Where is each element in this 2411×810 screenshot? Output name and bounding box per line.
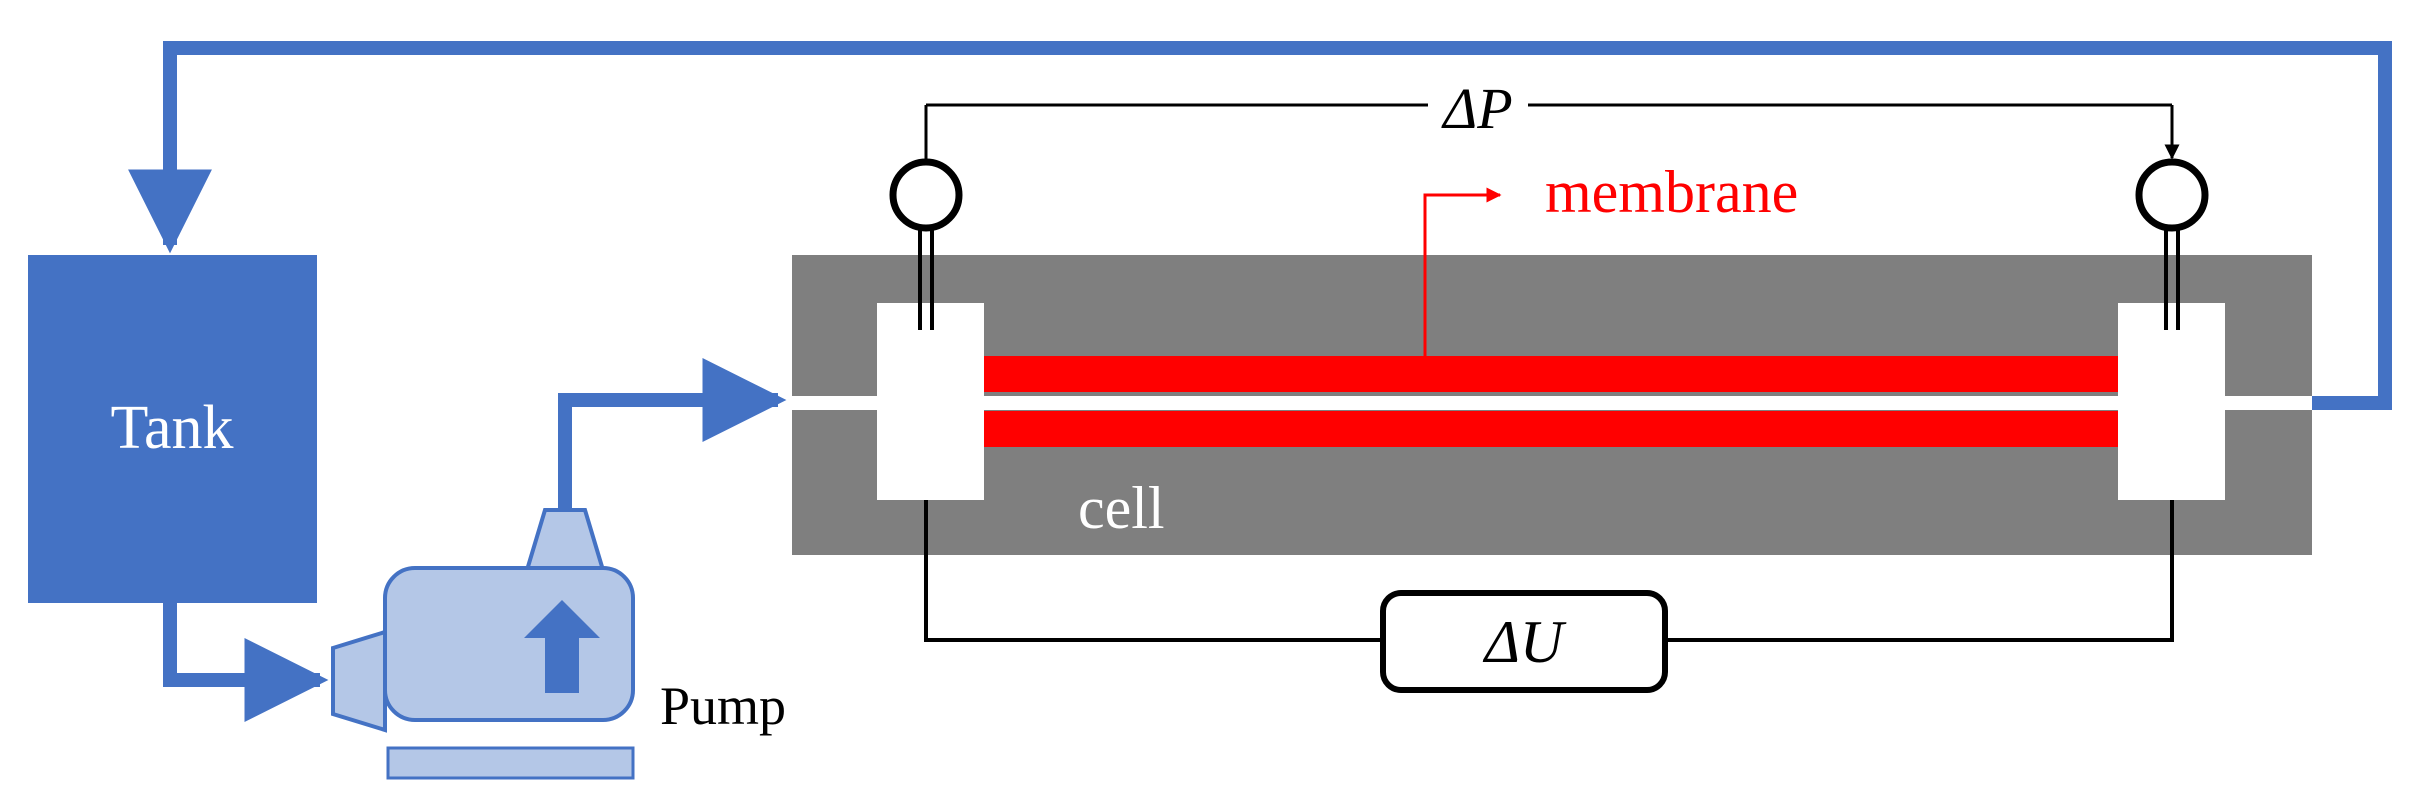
membrane-top xyxy=(984,356,2118,392)
pump-base xyxy=(386,746,635,780)
tank-label: Tank xyxy=(110,394,233,462)
pump-inlet xyxy=(331,629,387,733)
voltage-meter xyxy=(1380,590,1668,693)
up-arrow-icon xyxy=(524,600,600,693)
du-wire-right xyxy=(1665,500,2174,642)
pressure-drop-label: ΔP xyxy=(1441,76,1512,141)
flow-channel xyxy=(792,396,2312,410)
pump-outlet xyxy=(524,508,606,572)
pump-label: Pump xyxy=(660,676,786,736)
voltage-drop-label: ΔU xyxy=(1483,609,1567,675)
return-pipe xyxy=(128,41,2392,410)
pump-body xyxy=(383,566,635,722)
cell-label: cell xyxy=(1078,475,1165,541)
membrane-label: membrane xyxy=(1545,159,1798,225)
du-wire-left xyxy=(924,500,1383,642)
tank xyxy=(28,255,317,603)
inlet-chamber xyxy=(877,303,984,500)
membrane-bottom xyxy=(984,411,2118,447)
membrane-pointer xyxy=(1423,187,1502,356)
gauge-icon xyxy=(889,158,963,232)
tank-to-pump-pipe xyxy=(163,603,329,722)
pump-to-cell-pipe xyxy=(558,358,787,512)
outlet-chamber xyxy=(2118,303,2225,500)
pump xyxy=(331,508,635,780)
gauge-icon xyxy=(2135,158,2209,232)
